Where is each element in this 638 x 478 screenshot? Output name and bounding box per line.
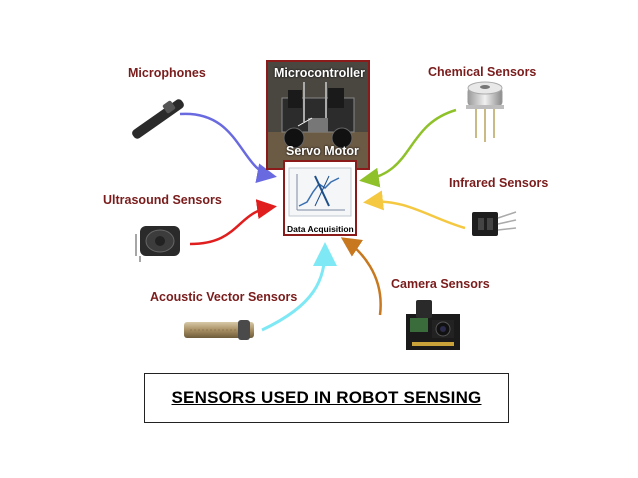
data-acquisition-label: Data Acquisition — [287, 224, 354, 234]
daq-screen-image — [288, 167, 352, 217]
microphone-image — [132, 99, 184, 139]
servo-motor-label: Servo Motor — [286, 144, 359, 158]
acoustic-vector-arrow — [261, 242, 337, 332]
robot-photo: Microcontroller Servo Motor — [266, 60, 370, 170]
microcontroller-label: Microcontroller — [274, 66, 365, 80]
ultrasound-arrow — [189, 199, 277, 246]
infrared-arrow — [363, 190, 466, 230]
chemical-sensor-image — [466, 81, 504, 142]
camera-sensor-image — [406, 300, 460, 350]
chemical-sensors-label: Chemical Sensors — [428, 65, 537, 79]
ultrasound-sensors-label: Ultrasound Sensors — [103, 193, 222, 207]
data-acquisition-box — [283, 160, 357, 236]
caption-title: SENSORS USED IN ROBOT SENSING — [171, 388, 482, 407]
infrared-sensors-label: Infrared Sensors — [449, 176, 549, 190]
acoustic-probe-image — [184, 320, 254, 340]
acoustic-vector-sensors-label: Acoustic Vector Sensors — [150, 290, 298, 304]
camera-sensors-label: Camera Sensors — [391, 277, 490, 291]
microphones-label: Microphones — [128, 66, 206, 80]
infrared-sensor-image — [472, 211, 517, 236]
microphones-arrow — [179, 112, 277, 184]
caption-box: SENSORS USED IN ROBOT SENSING — [144, 373, 509, 423]
ultrasound-sensor-image — [135, 226, 180, 262]
camera-arrow — [340, 237, 382, 316]
chemical-arrow — [359, 108, 457, 188]
